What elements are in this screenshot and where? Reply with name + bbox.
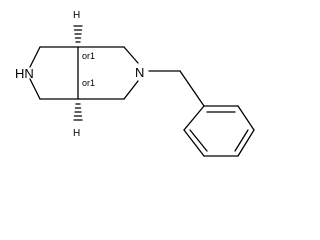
bond-c1-n: [29, 46, 41, 68]
stereo-h-top: H: [73, 10, 80, 21]
stereo-h-bottom: H: [73, 128, 80, 139]
stereo-label-bottom: or1: [82, 78, 95, 88]
stereo-label-top: or1: [82, 51, 95, 61]
atom-hn-label: HN: [15, 66, 34, 81]
atom-n-label: N: [135, 65, 144, 80]
bond-c5-n2: [123, 46, 139, 64]
bond-n-c4: [29, 78, 41, 100]
bond-ch2-ph: [179, 70, 205, 107]
chemical-structure-diagram: HN N H H or1 or1: [15, 10, 255, 157]
molecule-canvas: HN N H H or1 or1: [15, 10, 255, 157]
bond-n2-c6: [123, 80, 139, 100]
benzene-ring: [183, 105, 255, 157]
hashed-wedge-top: [73, 25, 83, 43]
hashed-wedge-bottom: [73, 103, 83, 121]
